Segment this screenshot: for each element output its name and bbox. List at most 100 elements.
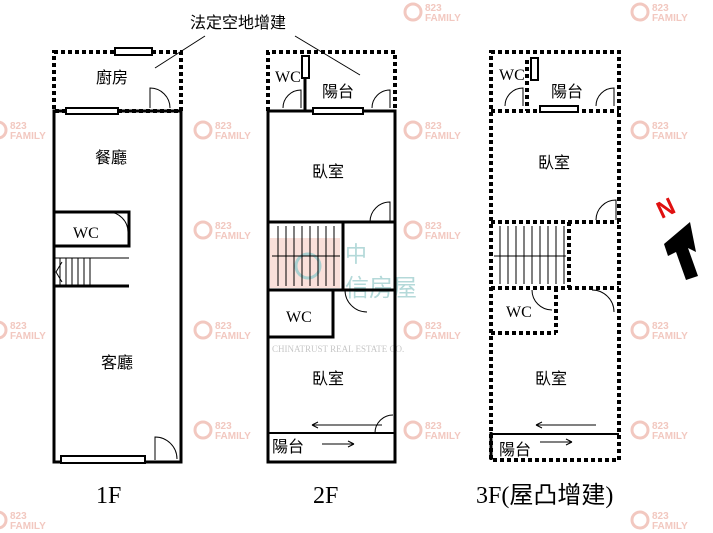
watermark-number: 823: [215, 121, 232, 132]
wc-1f: [52, 210, 131, 248]
floor-2f: WC 陽台 臥室 WC 臥室 陽台 2F: [266, 50, 397, 509]
watermark-word: FAMILY: [652, 521, 688, 532]
watermark-logo-icon: [0, 320, 8, 340]
wc-2f: [266, 288, 335, 339]
door-icon: [107, 211, 129, 233]
chinatrust-logo: 中 信房屋 CHINATRUST REAL ESTATE CO.: [270, 238, 417, 354]
door-icon: [282, 89, 302, 109]
watermark-word: FAMILY: [215, 231, 251, 242]
sliding-door-arrows: [311, 421, 382, 448]
watermark-number: 823: [10, 121, 27, 132]
floor-title-2f: 2F: [313, 483, 338, 509]
watermark-layer: 823FAMILY823FAMILY823FAMILY823FAMILY823F…: [0, 2, 688, 532]
watermark-number: 823: [652, 421, 669, 432]
door-icon: [371, 89, 391, 109]
watermark-word: FAMILY: [425, 431, 461, 442]
room-wc-2: WC: [506, 304, 532, 321]
watermark-logo-icon: [630, 120, 650, 140]
watermark-number: 823: [652, 121, 669, 132]
watermark-logo-icon: [193, 120, 213, 140]
door-icon: [531, 289, 553, 311]
watermark-word: FAMILY: [425, 331, 461, 342]
window: [65, 107, 119, 115]
watermark-number: 823: [10, 511, 27, 522]
floor-title-1f: 1F: [96, 483, 121, 509]
floor-1f: 廚房 餐廳 WC 客廳 1F: [52, 47, 183, 509]
watermark-word: FAMILY: [215, 131, 251, 142]
watermark-word: FAMILY: [215, 431, 251, 442]
annotation-arrow-2f: [294, 35, 361, 76]
logo-subtitle: CHINATRUST REAL ESTATE CO.: [272, 344, 404, 354]
watermark-word: FAMILY: [425, 13, 461, 24]
watermark-number: 823: [425, 421, 442, 432]
watermark-logo-icon: [630, 320, 650, 340]
watermark-number: 823: [215, 221, 232, 232]
watermark-number: 823: [425, 221, 442, 232]
window: [60, 455, 146, 464]
watermark-logo-icon: [630, 420, 650, 440]
watermark-number: 823: [652, 321, 669, 332]
room-bedroom-2: 臥室: [535, 369, 567, 388]
logo-name: 信房屋: [345, 274, 417, 302]
watermark-number: 823: [215, 321, 232, 332]
watermark-word: FAMILY: [10, 331, 46, 342]
window: [301, 55, 310, 79]
door-icon: [369, 201, 391, 223]
watermark-word: FAMILY: [10, 521, 46, 532]
window: [530, 57, 539, 81]
watermark-word: FAMILY: [425, 131, 461, 142]
watermark-number: 823: [425, 3, 442, 14]
north-compass: N: [652, 193, 698, 280]
watermark-number: 823: [425, 321, 442, 332]
door-icon: [149, 87, 171, 109]
balcony-extension: [266, 50, 397, 111]
watermark-logo-icon: [193, 320, 213, 340]
room-balcony-top: 陽台: [322, 82, 354, 101]
room-balcony-bottom: 陽台: [499, 440, 531, 459]
door-icon: [374, 414, 394, 434]
logo-first-char: 中: [345, 243, 367, 268]
watermark-logo-icon: [630, 2, 650, 22]
watermark-logo-icon: [0, 120, 8, 140]
watermark-number: 823: [652, 3, 669, 14]
stairs: [272, 226, 340, 286]
door-icon: [504, 87, 524, 107]
door-icon: [154, 436, 178, 460]
room-balcony-bottom: 陽台: [272, 437, 304, 456]
watermark-logo-icon: [403, 220, 423, 240]
watermark-logo-icon: [403, 2, 423, 22]
logo-circle-icon: [294, 252, 322, 280]
room-wc: WC: [499, 67, 525, 84]
watermark-number: 823: [10, 321, 27, 332]
watermark-word: FAMILY: [652, 13, 688, 24]
room-wc: WC: [73, 225, 99, 242]
logo-mark: [270, 238, 340, 288]
room-living: 客廳: [101, 353, 133, 372]
door-icon: [595, 199, 617, 221]
watermark-word: FAMILY: [425, 231, 461, 242]
watermark-word: FAMILY: [215, 331, 251, 342]
annotation-label: 法定空地增建: [190, 13, 286, 32]
door-icon: [344, 289, 368, 313]
stairs: [494, 226, 566, 284]
watermark-logo-icon: [403, 420, 423, 440]
watermark-word: FAMILY: [652, 331, 688, 342]
sliding-door-arrows: [535, 421, 596, 446]
floor-3f: WC 陽台 臥室 WC 臥室 陽台 3F(屋凸增建): [476, 50, 621, 509]
watermark-word: FAMILY: [652, 131, 688, 142]
watermark-logo-icon: [193, 420, 213, 440]
watermark-logo-icon: [0, 510, 8, 530]
watermark-logo-icon: [403, 320, 423, 340]
watermark-number: 823: [215, 421, 232, 432]
room-bedroom-1: 臥室: [538, 153, 570, 172]
door-icon: [591, 289, 615, 313]
watermark-word: FAMILY: [10, 131, 46, 142]
watermark-logo-icon: [193, 220, 213, 240]
window: [539, 105, 579, 113]
watermark-logo-icon: [630, 510, 650, 530]
room-bedroom-2: 臥室: [312, 369, 344, 388]
room-wc: WC: [275, 69, 301, 86]
room-balcony-top: 陽台: [551, 82, 583, 101]
room-dining: 餐廳: [95, 148, 127, 167]
